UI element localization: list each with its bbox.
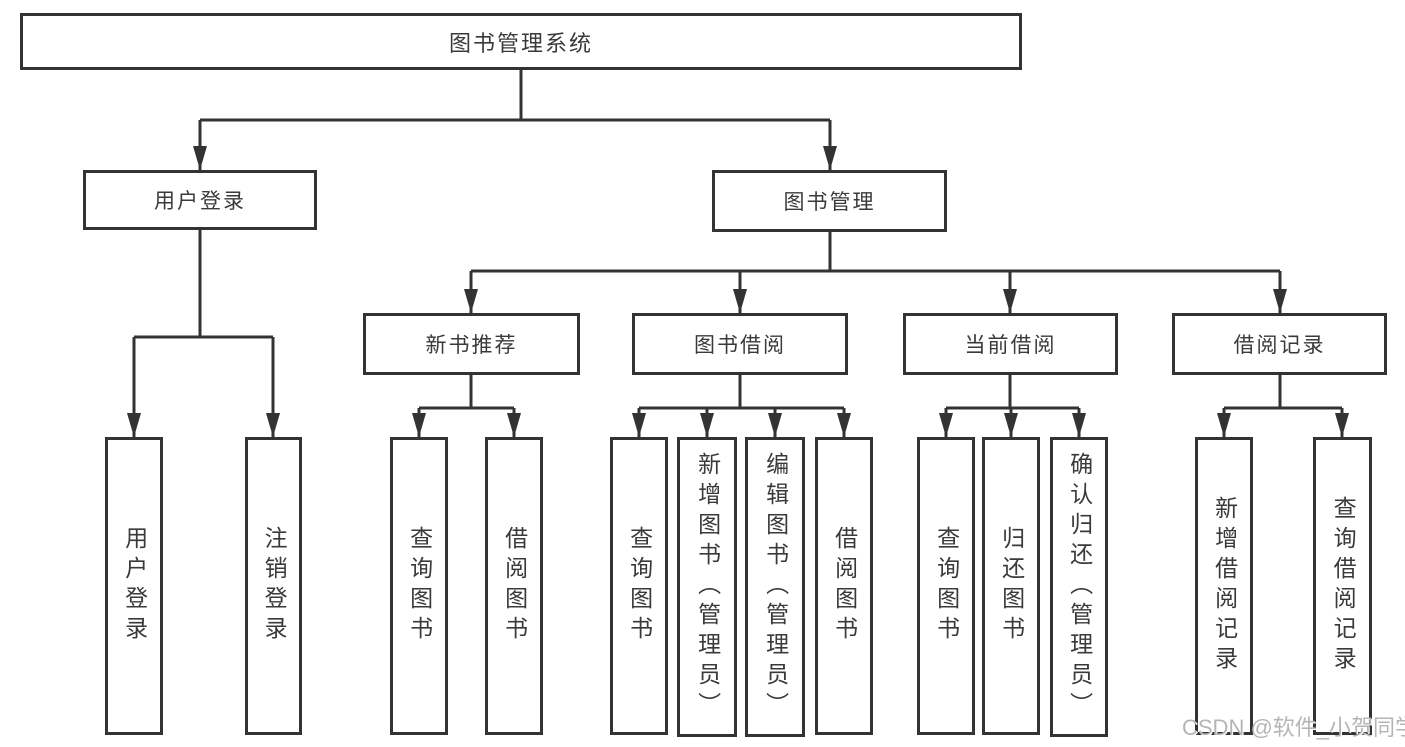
node-label: 借阅图书	[501, 526, 528, 646]
connector-new-book-recommend-to-leaves	[417, 375, 516, 437]
node-label: 当前借阅	[964, 334, 1057, 357]
arrow-down-icon	[939, 413, 953, 437]
node-library-system: 图书管理系统	[20, 13, 1022, 70]
node-label: 查询图书	[626, 526, 653, 646]
node-label: 用户登录	[154, 190, 246, 213]
leaf-add-book-admin: 新增图书（管理员）	[677, 437, 737, 737]
node-book-borrow: 图书借阅	[632, 313, 848, 375]
arrow-down-icon	[700, 413, 714, 437]
node-label: 查询图书	[933, 526, 960, 646]
node-label: 图书借阅	[694, 334, 786, 357]
node-label: 归还图书	[998, 526, 1025, 646]
arrow-down-icon	[193, 146, 207, 170]
arrow-down-icon	[1072, 413, 1086, 437]
node-label: 新增借阅记录	[1211, 496, 1238, 676]
arrowheads	[127, 146, 1349, 437]
leaf-logout-login: 注销登录	[245, 437, 302, 735]
arrow-down-icon	[1273, 289, 1287, 313]
node-user-login: 用户登录	[83, 170, 317, 230]
arrow-down-icon	[1004, 413, 1018, 437]
connector-paths	[132, 70, 1344, 437]
leaf-query-borrow-record: 查询借阅记录	[1313, 437, 1372, 735]
leaf-query-book-recommend: 查询图书	[390, 437, 448, 735]
node-label: 借阅记录	[1233, 334, 1326, 357]
connector-book-management-to-level3	[469, 232, 1282, 313]
node-label: 新书推荐	[425, 334, 518, 357]
leaf-query-book-borrow: 查询图书	[610, 437, 668, 735]
arrow-down-icon	[837, 413, 851, 437]
leaf-borrow-book-recommend: 借阅图书	[485, 437, 543, 735]
arrow-down-icon	[1003, 289, 1017, 313]
arrow-down-icon	[733, 289, 747, 313]
connector-borrow-records-to-leaves	[1222, 375, 1344, 437]
node-label: 查询借阅记录	[1330, 496, 1357, 676]
connector-root-to-level2	[198, 70, 832, 170]
node-new-book-recommend: 新书推荐	[363, 313, 580, 375]
arrow-down-icon	[1217, 413, 1231, 437]
arrow-down-icon	[632, 413, 646, 437]
arrow-down-icon	[507, 413, 521, 437]
leaf-edit-book-admin: 编辑图书（管理员）	[745, 437, 805, 737]
leaf-confirm-return-admin: 确认归还（管理员）	[1050, 437, 1108, 737]
node-label: 查询图书	[406, 526, 433, 646]
connector-book-borrow-to-leaves	[637, 375, 846, 437]
arrow-down-icon	[412, 413, 426, 437]
arrow-down-icon	[464, 289, 478, 313]
node-label: 图书管理	[783, 191, 876, 214]
node-label: 确认归还（管理员）	[1066, 452, 1093, 722]
node-label: 借阅图书	[831, 526, 858, 646]
node-label: 图书管理系统	[448, 30, 593, 56]
arrow-down-icon	[127, 413, 141, 437]
node-label: 用户登录	[121, 526, 148, 646]
arrow-down-icon	[266, 413, 280, 437]
leaf-borrow-book: 借阅图书	[815, 437, 873, 735]
leaf-user-login: 用户登录	[105, 437, 163, 735]
node-borrow-records: 借阅记录	[1172, 313, 1387, 375]
leaf-return-book: 归还图书	[982, 437, 1040, 735]
arrow-down-icon	[1335, 413, 1349, 437]
arrow-down-icon	[768, 413, 782, 437]
leaf-query-book-current: 查询图书	[917, 437, 975, 735]
node-book-management: 图书管理	[712, 170, 947, 232]
node-label: 新增图书（管理员）	[694, 452, 721, 722]
node-current-borrow: 当前借阅	[903, 313, 1118, 375]
connector-user-login-to-leaves	[132, 230, 275, 437]
leaf-add-borrow-record: 新增借阅记录	[1195, 437, 1253, 735]
node-label: 注销登录	[261, 526, 288, 646]
csdn-watermark: CSDN @软件_小贺同学	[1182, 715, 1405, 740]
arrow-down-icon	[823, 146, 837, 170]
node-label: 编辑图书（管理员）	[762, 452, 789, 722]
